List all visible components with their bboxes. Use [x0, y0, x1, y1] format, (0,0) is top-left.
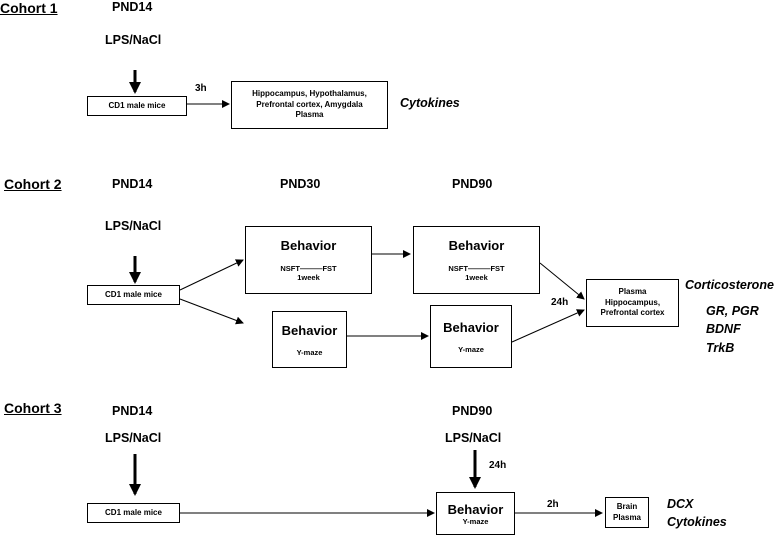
cohort1-mice-box: CD1 male mice	[87, 96, 187, 116]
cohort2-behavior-pnd90-ymaze-box: Behavior Y-maze	[430, 305, 512, 368]
cohort2-ymaze-pnd30-title: Behavior	[281, 322, 338, 338]
cohort1-tissues-box: Hippocampus, Hypothalamus, Prefrontal co…	[231, 81, 388, 129]
cohort1-title: Cohort 1	[0, 0, 58, 16]
cohort2-readout-corticosterone: Corticosterone	[685, 278, 774, 292]
cohort1-pnd14-label: PND14	[112, 0, 153, 14]
cohort1-readout: Cytokines	[400, 96, 460, 110]
cohort3-time-2h-label: 2h	[547, 499, 559, 510]
cohort3-title: Cohort 3	[4, 400, 62, 416]
cohort1-lps-label: LPS/NaCl	[105, 33, 162, 47]
cohort3-tissues-line1: Brain	[616, 501, 638, 511]
cohort2-readout-bdnf: BDNF	[706, 322, 741, 336]
cohort2-title: Cohort 2	[4, 176, 62, 192]
cohort3-tissues-box: Brain Plasma	[605, 497, 649, 528]
cohort1-mice-label: CD1 male mice	[108, 100, 166, 110]
cohort2-behavior-pnd30-tests: NSFT———FST	[280, 264, 337, 273]
cohort3-pnd90-label: PND90	[452, 404, 493, 418]
cohort2-tissues-line1: Plasma	[618, 286, 647, 296]
cohort3-readout-dcx: DCX	[667, 497, 694, 511]
cohort3-readout-cytokines: Cytokines	[667, 515, 727, 529]
cohort2-pnd90-label: PND90	[452, 177, 493, 191]
cohort2-pnd14-label: PND14	[112, 177, 153, 191]
cohort2-mice-box: CD1 male mice	[87, 285, 180, 305]
cohort2-behavior-pnd30-ymaze-box: Behavior Y-maze	[272, 311, 347, 368]
cohort1-tissues-line3: Plasma	[295, 110, 324, 120]
c2-bottom-to-plasma-arrow	[511, 309, 585, 343]
cohort1-time-label: 3h	[195, 83, 207, 94]
c2-top-to-plasma-arrow	[539, 262, 585, 300]
cohort2-tissues-line2: Hippocampus,	[604, 297, 661, 307]
cohort3-mice-label: CD1 male mice	[105, 507, 162, 517]
cohort3-pnd14-label: PND14	[112, 404, 153, 418]
cohort3-time-24h-label: 24h	[489, 460, 507, 471]
cohort1-tissues-line1: Hippocampus, Hypothalamus,	[252, 88, 367, 98]
cohort2-pnd30-label: PND30	[280, 177, 321, 191]
cohort2-behavior-pnd90-interval: 1week	[465, 273, 488, 282]
cohort2-behavior-pnd90-title: Behavior	[448, 238, 505, 253]
cohort3-behavior-test: Y-maze	[462, 516, 489, 526]
cohort2-behavior-pnd30-interval: 1week	[297, 273, 320, 282]
cohort2-readout-gr-pgr: GR, PGR	[706, 304, 759, 318]
cohort3-tissues-line2: Plasma	[612, 512, 642, 522]
cohort3-behavior-title: Behavior	[447, 501, 504, 517]
cohort2-ymaze-pnd30-test: Y-maze	[296, 347, 323, 357]
cohort2-behavior-pnd90-nsft-box: Behavior NSFT———FST 1week	[413, 226, 540, 294]
cohort2-mice-label: CD1 male mice	[105, 289, 162, 299]
cohort2-time-label: 24h	[551, 297, 569, 308]
c2-to-beh-bottom-arrow	[179, 298, 244, 325]
cohort1-tissues-line2: Prefrontal cortex, Amygdala	[256, 99, 363, 109]
cohort3-behavior-box: Behavior Y-maze	[436, 492, 515, 535]
c2-to-beh-top-arrow	[179, 259, 244, 291]
cohort3-mice-box: CD1 male mice	[87, 503, 180, 523]
cohort3-lps-pnd14-label: LPS/NaCl	[105, 431, 162, 445]
cohort2-readout-trkb: TrkB	[706, 341, 735, 355]
cohort2-ymaze-pnd90-test: Y-maze	[458, 344, 484, 354]
cohort2-behavior-pnd30-nsft-box: Behavior NSFT———FST 1week	[245, 226, 372, 294]
cohort2-behavior-pnd90-tests: NSFT———FST	[448, 264, 505, 273]
cohort2-lps-label: LPS/NaCl	[105, 219, 162, 233]
cohort3-lps-pnd90-label: LPS/NaCl	[445, 431, 502, 445]
cohort2-behavior-pnd30-title: Behavior	[280, 238, 337, 253]
cohort2-tissues-line3: Prefrontal cortex	[600, 308, 665, 318]
cohort2-ymaze-pnd90-title: Behavior	[443, 319, 499, 335]
cohort2-tissues-box: Plasma Hippocampus, Prefrontal cortex	[586, 279, 679, 327]
